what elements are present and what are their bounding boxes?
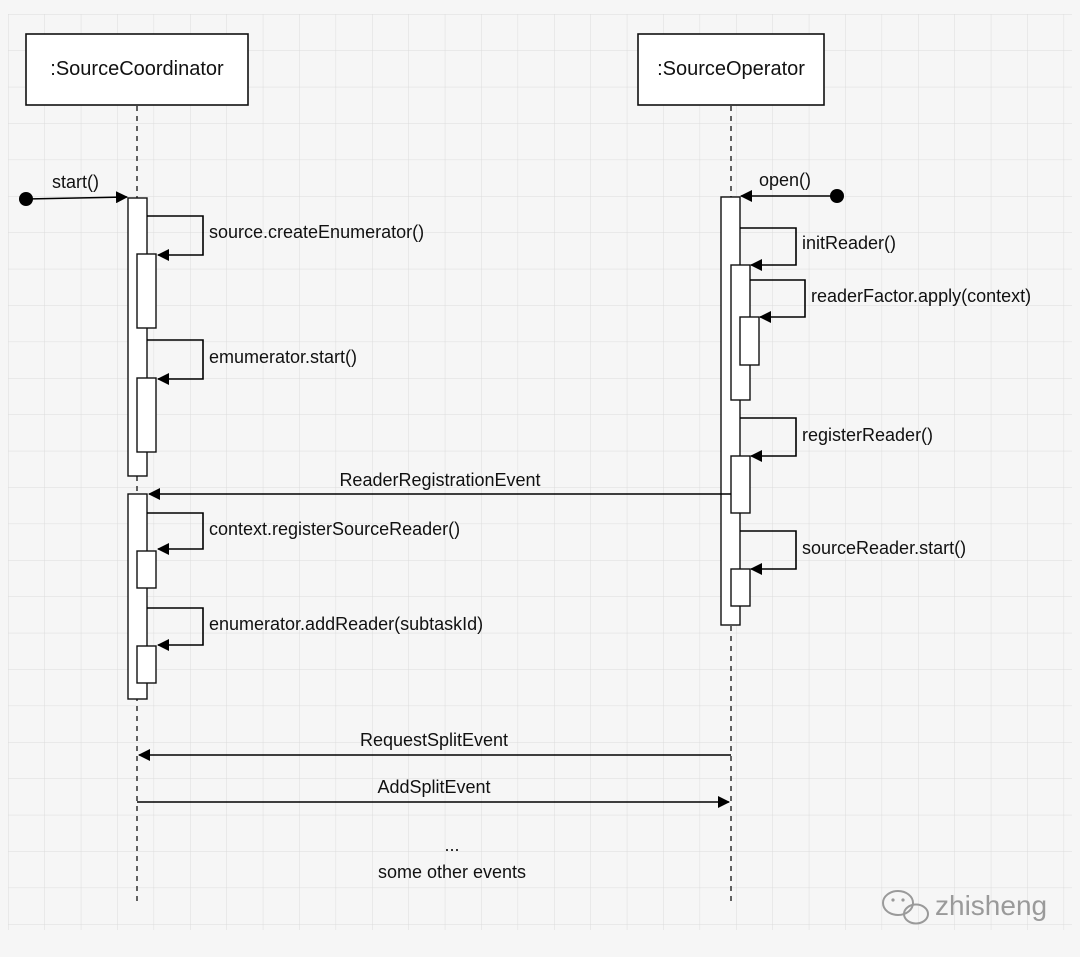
reader-factory-label: readerFactor.apply(context) <box>811 286 1031 306</box>
start-label: start() <box>52 172 99 192</box>
coordinator-title: :SourceCoordinator <box>50 58 224 80</box>
create-enumerator-self-arrow <box>147 215 204 261</box>
enumerator-start-self-arrow <box>147 339 204 385</box>
request-split-label: RequestSplitEvent <box>360 730 508 750</box>
register-source-reader-label: context.registerSourceReader() <box>209 519 460 539</box>
grid-background <box>8 14 1072 930</box>
init-reader-self-arrow <box>740 227 797 271</box>
reader-registration-label: ReaderRegistrationEvent <box>339 470 540 490</box>
add-reader-label: enumerator.addReader(subtaskId) <box>209 614 483 634</box>
enumerator-start-activation <box>136 377 157 453</box>
watermark: zhisheng <box>882 890 1047 925</box>
wechat-logo-icon <box>882 890 929 925</box>
source-reader-start-label: sourceReader.start() <box>802 538 966 558</box>
register-source-reader-activation <box>136 550 157 589</box>
register-reader-self-arrow <box>740 417 797 462</box>
add-reader-activation <box>136 645 157 684</box>
init-reader-label: initReader() <box>802 233 896 253</box>
enumerator-start-label: emumerator.start() <box>209 347 357 367</box>
other-events-text: some other events <box>378 862 526 882</box>
source-reader-start-self-arrow <box>740 530 797 575</box>
ellipsis-text: ... <box>444 835 459 855</box>
reader-factory-activation <box>739 316 760 366</box>
source-reader-start-activation <box>730 568 751 607</box>
register-reader-label: registerReader() <box>802 425 933 445</box>
watermark-text: zhisheng <box>935 890 1047 921</box>
add-reader-self-arrow <box>147 607 204 651</box>
add-split-label: AddSplitEvent <box>377 777 490 797</box>
open-label: open() <box>759 170 811 190</box>
create-enumerator-label: source.createEnumerator() <box>209 222 424 242</box>
coordinator-participant: :SourceCoordinator <box>25 33 249 106</box>
create-enumerator-activation <box>136 253 157 329</box>
operator-activation <box>720 196 741 626</box>
operator-participant: :SourceOperator <box>637 33 825 106</box>
register-source-reader-self-arrow <box>147 512 204 555</box>
reader-factory-self-arrow <box>750 279 806 323</box>
operator-title: :SourceOperator <box>657 58 805 80</box>
register-reader-activation <box>730 455 751 514</box>
start-message-arrow <box>25 191 128 204</box>
